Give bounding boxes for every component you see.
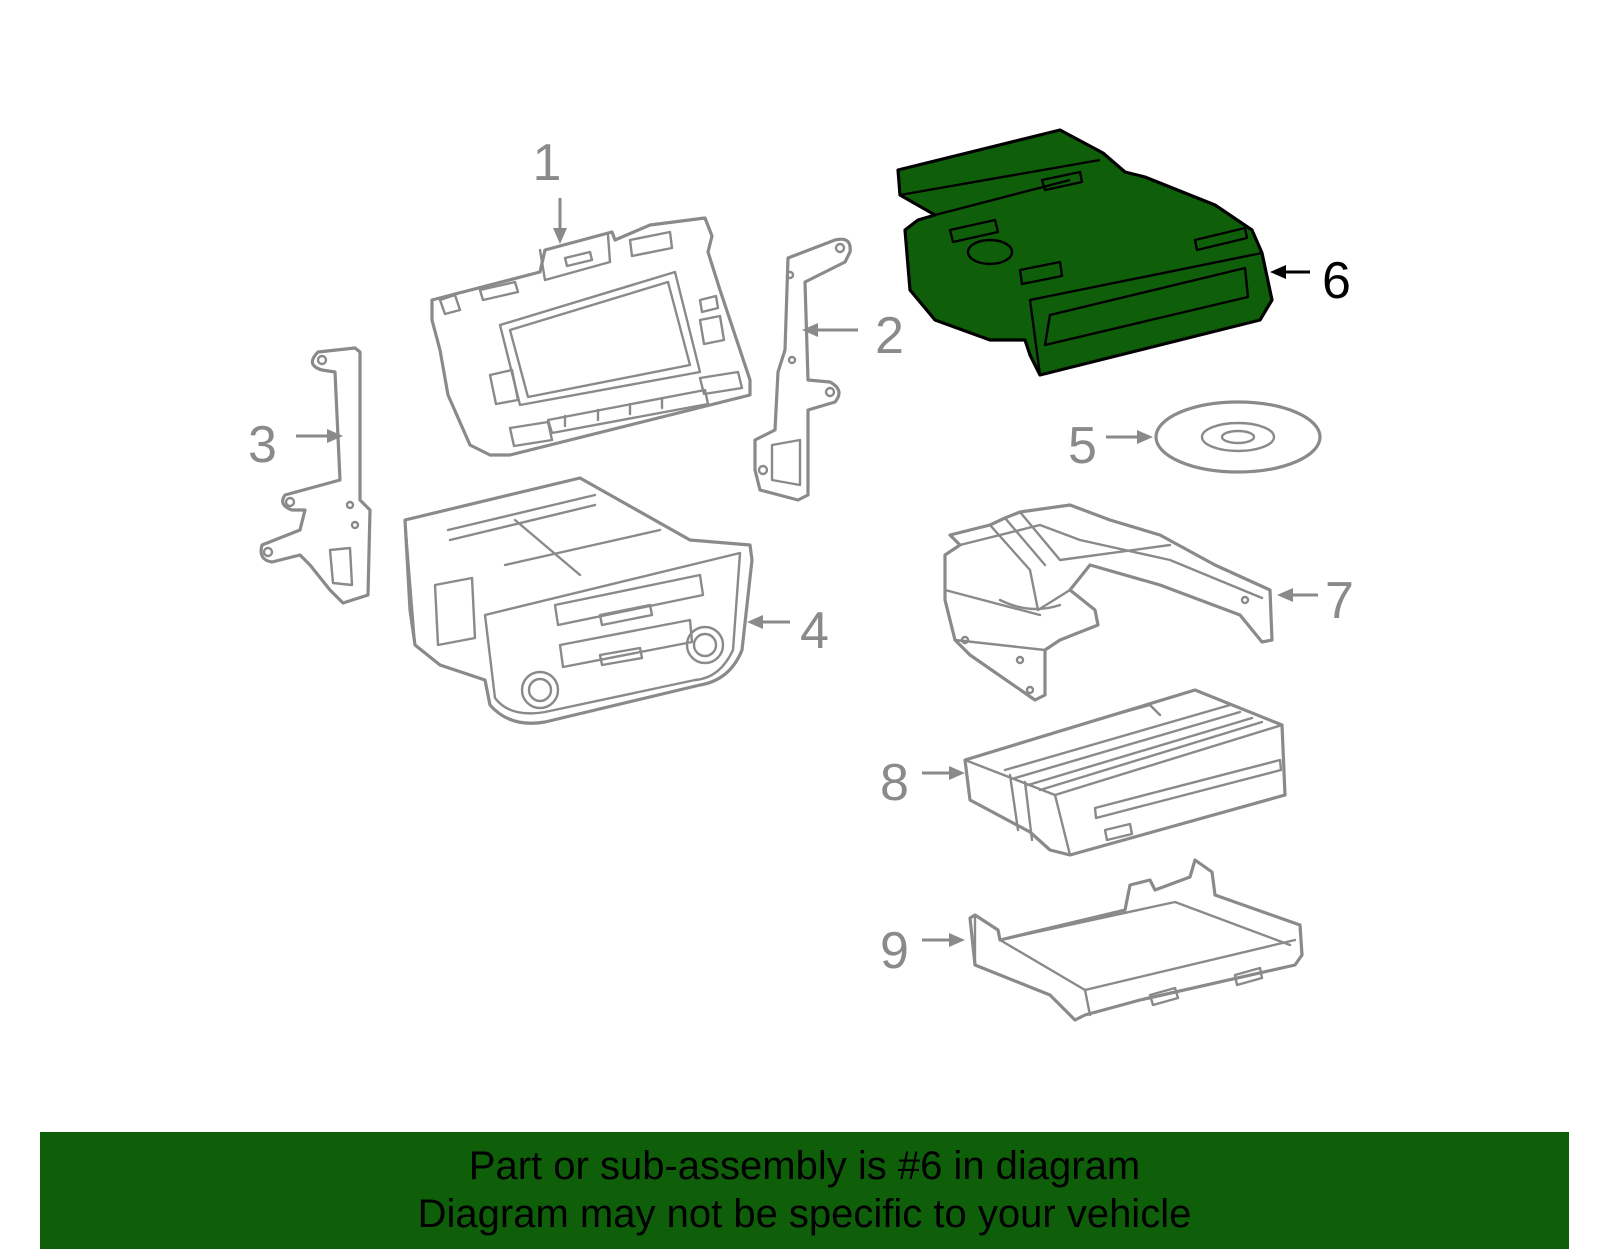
callout-label-5: 5 bbox=[1068, 417, 1097, 475]
callout-label-4: 4 bbox=[800, 602, 829, 660]
info-banner: Part or sub-assembly is #6 in diagram Di… bbox=[40, 1132, 1569, 1249]
part-1-display-unit[interactable] bbox=[430, 216, 752, 457]
part-6-highlighted-cover[interactable] bbox=[896, 128, 1274, 377]
part-5-disc[interactable] bbox=[1154, 400, 1322, 474]
part-9-tray[interactable] bbox=[968, 858, 1304, 1022]
callout-4: 4 bbox=[747, 602, 829, 660]
callout-7: 7 bbox=[1277, 572, 1354, 630]
callout-label-1: 1 bbox=[533, 134, 562, 192]
callout-label-7: 7 bbox=[1325, 572, 1354, 630]
callout-3: 3 bbox=[248, 416, 343, 474]
part-7-mounting-frame[interactable] bbox=[943, 503, 1274, 702]
callout-5: 5 bbox=[1068, 417, 1153, 475]
part-4-radio-receiver[interactable] bbox=[403, 476, 754, 725]
callout-6: 6 bbox=[1270, 252, 1351, 310]
callout-label-9: 9 bbox=[880, 922, 909, 980]
callout-1: 1 bbox=[533, 134, 567, 244]
callout-2: 2 bbox=[802, 307, 904, 365]
callout-9: 9 bbox=[880, 922, 965, 980]
part-2-right-bracket[interactable] bbox=[753, 237, 852, 502]
callout-label-6: 6 bbox=[1322, 252, 1351, 310]
callout-8: 8 bbox=[880, 754, 965, 812]
part-8-module-box[interactable] bbox=[963, 688, 1287, 857]
callout-label-3: 3 bbox=[248, 416, 277, 474]
part-3-left-bracket[interactable] bbox=[259, 346, 372, 605]
callout-label-2: 2 bbox=[875, 307, 904, 365]
banner-line-disclaimer: Diagram may not be specific to your vehi… bbox=[417, 1192, 1192, 1236]
callout-label-8: 8 bbox=[880, 754, 909, 812]
banner-line-part-reference: Part or sub-assembly is #6 in diagram bbox=[468, 1144, 1141, 1188]
